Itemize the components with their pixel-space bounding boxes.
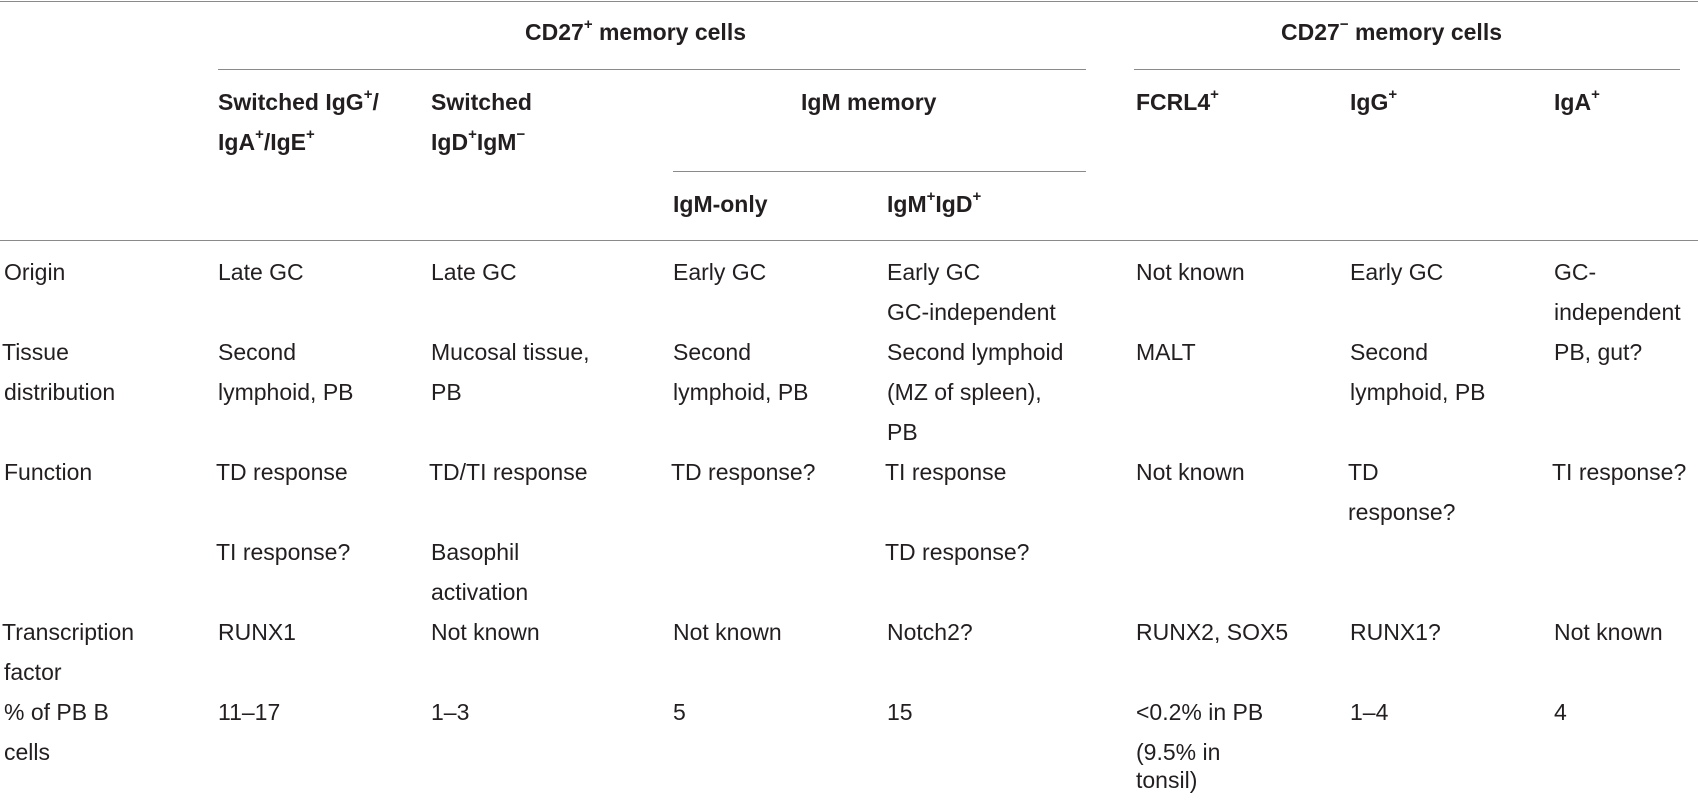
cd27pos-span-rule xyxy=(218,69,1086,70)
cd27pos-header: CD27+ memory cells xyxy=(525,16,746,45)
origin-cell: GC- xyxy=(1554,259,1597,285)
cd27neg-span-rule xyxy=(1134,69,1680,70)
igm-memory-header: IgM memory xyxy=(801,89,937,115)
tissue-cell: lymphoid, PB xyxy=(673,379,809,405)
percent-cell: tonsil) xyxy=(1136,767,1198,793)
origin-cell: Late GC xyxy=(218,259,304,285)
percent-cell: (9.5% in xyxy=(1136,739,1221,765)
tissue-cell: PB, gut? xyxy=(1554,339,1643,365)
switched-igg-header-line1: Switched IgG+/ xyxy=(218,86,379,115)
transcription-cell: Not known xyxy=(1554,619,1663,645)
tissue-cell: MALT xyxy=(1136,339,1196,365)
cd27neg-header: CD27− memory cells xyxy=(1281,16,1502,45)
percent-cell: 11–17 xyxy=(218,699,281,725)
row-label-function: Function xyxy=(4,459,93,485)
switched-igd-header-line2: IgD+IgM− xyxy=(431,126,526,155)
function-cell: TD response? xyxy=(885,539,1030,565)
function-cell: TI response xyxy=(885,459,1007,485)
fcrl4-header: FCRL4+ xyxy=(1136,86,1219,115)
function-cell: TI response? xyxy=(1552,459,1687,485)
tissue-cell: Second xyxy=(218,339,297,365)
igm-memory-span-rule xyxy=(673,171,1086,172)
transcription-cell: RUNX2, SOX5 xyxy=(1136,619,1289,645)
igm-igd-header: IgM+IgD+ xyxy=(887,188,982,217)
transcription-cell: RUNX1? xyxy=(1350,619,1441,645)
iga-header: IgA+ xyxy=(1554,86,1600,115)
percent-cell: 4 xyxy=(1554,699,1567,725)
tissue-cell: lymphoid, PB xyxy=(1350,379,1486,405)
igg-header: IgG+ xyxy=(1350,86,1398,115)
function-cell: TI response? xyxy=(216,539,351,565)
row-label-transcription: Transcription xyxy=(2,619,135,645)
origin-cell: independent xyxy=(1554,299,1681,325)
percent-cell: 15 xyxy=(887,699,913,725)
top-rule xyxy=(0,1,1698,2)
function-cell: activation xyxy=(431,579,529,605)
origin-cell: Early GC xyxy=(887,259,981,285)
origin-cell: Early GC xyxy=(673,259,767,285)
origin-cell: Not known xyxy=(1136,259,1245,285)
tissue-cell: Second lymphoid xyxy=(887,339,1064,365)
transcription-cell: Not known xyxy=(431,619,540,645)
tissue-cell: Second xyxy=(673,339,752,365)
tissue-cell: Mucosal tissue, xyxy=(431,339,590,365)
tissue-cell: PB xyxy=(431,379,462,405)
function-cell: TD response? xyxy=(671,459,816,485)
switched-igg-header-line2: IgA+/IgE+ xyxy=(218,126,315,155)
tissue-cell: Second xyxy=(1350,339,1429,365)
tissue-cell: PB xyxy=(887,419,918,445)
function-cell: Basophil xyxy=(431,539,520,565)
transcription-cell: Notch2? xyxy=(887,619,973,645)
transcription-cell: RUNX1 xyxy=(218,619,296,645)
percent-cell: <0.2% in PB xyxy=(1136,699,1264,725)
percent-cell: 1–4 xyxy=(1350,699,1389,725)
origin-cell: Late GC xyxy=(431,259,517,285)
origin-cell: GC-independent xyxy=(887,299,1056,325)
transcription-cell: Not known xyxy=(673,619,782,645)
function-cell: response? xyxy=(1348,499,1456,525)
percent-cell: 5 xyxy=(673,699,686,725)
function-cell: TD/TI response xyxy=(429,459,588,485)
row-label-origin: Origin xyxy=(4,259,66,285)
row-label-percent: % of PB B xyxy=(4,699,109,725)
tissue-cell: (MZ of spleen), xyxy=(887,379,1042,405)
row-label-tissue: Tissue xyxy=(2,339,69,365)
switched-igd-header-line1: Switched xyxy=(431,89,532,115)
function-cell: TD xyxy=(1348,459,1379,485)
row-label-percent: cells xyxy=(4,739,51,765)
tissue-cell: lymphoid, PB xyxy=(218,379,354,405)
igm-only-header: IgM-only xyxy=(673,191,768,217)
header-bottom-rule xyxy=(0,240,1698,241)
row-label-tissue: distribution xyxy=(4,379,116,405)
function-cell: TD response xyxy=(216,459,348,485)
function-cell: Not known xyxy=(1136,459,1245,485)
percent-cell: 1–3 xyxy=(431,699,470,725)
origin-cell: Early GC xyxy=(1350,259,1444,285)
row-label-transcription: factor xyxy=(4,659,62,685)
